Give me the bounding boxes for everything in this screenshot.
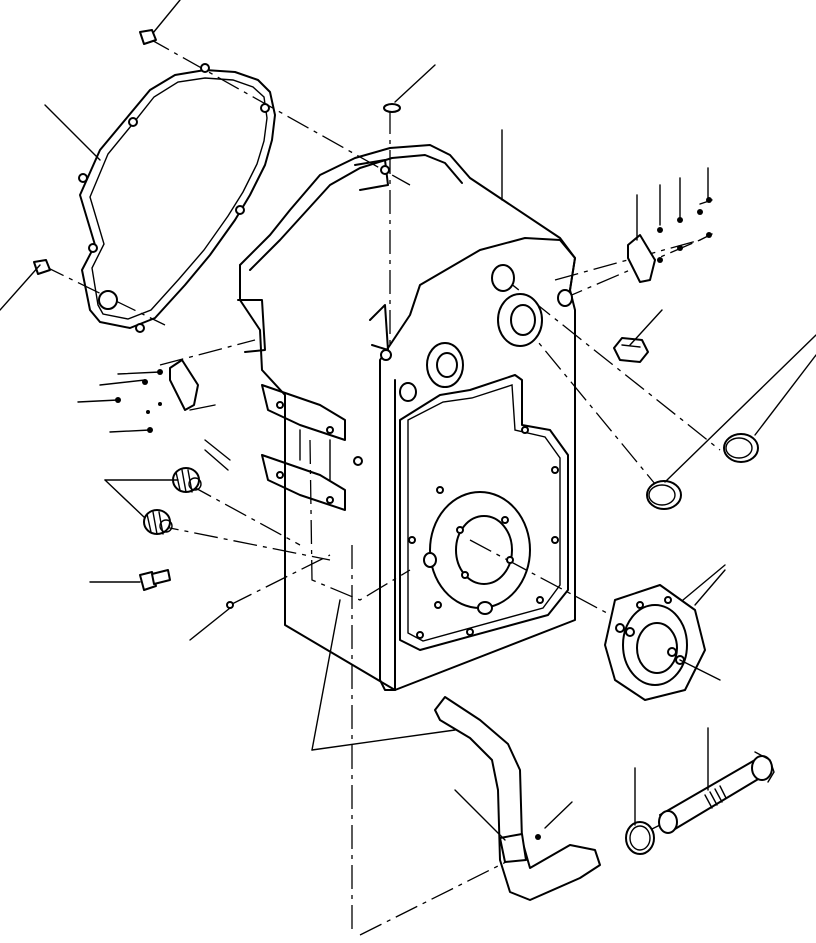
transfer-case-housing <box>237 144 576 691</box>
dowel-pin-top <box>139 29 157 45</box>
hex-plug <box>613 337 649 363</box>
breather-washer <box>353 456 363 466</box>
cover-bolts <box>77 369 163 433</box>
side-cover-plate <box>169 359 199 411</box>
threaded-plug-lower <box>143 509 173 535</box>
leader-lines <box>0 0 816 841</box>
cap-plug-right <box>723 433 759 463</box>
seal-retainer <box>604 584 706 701</box>
small-o-ring <box>383 103 401 113</box>
gasket <box>78 63 276 333</box>
oil-tube <box>434 696 601 901</box>
small-washer <box>226 601 234 609</box>
drain-bolt <box>139 569 171 591</box>
cap-plug-left <box>646 480 682 510</box>
dowel-pin-left <box>33 259 51 275</box>
bearing-cover <box>627 197 713 283</box>
strainer-assembly <box>625 751 775 855</box>
